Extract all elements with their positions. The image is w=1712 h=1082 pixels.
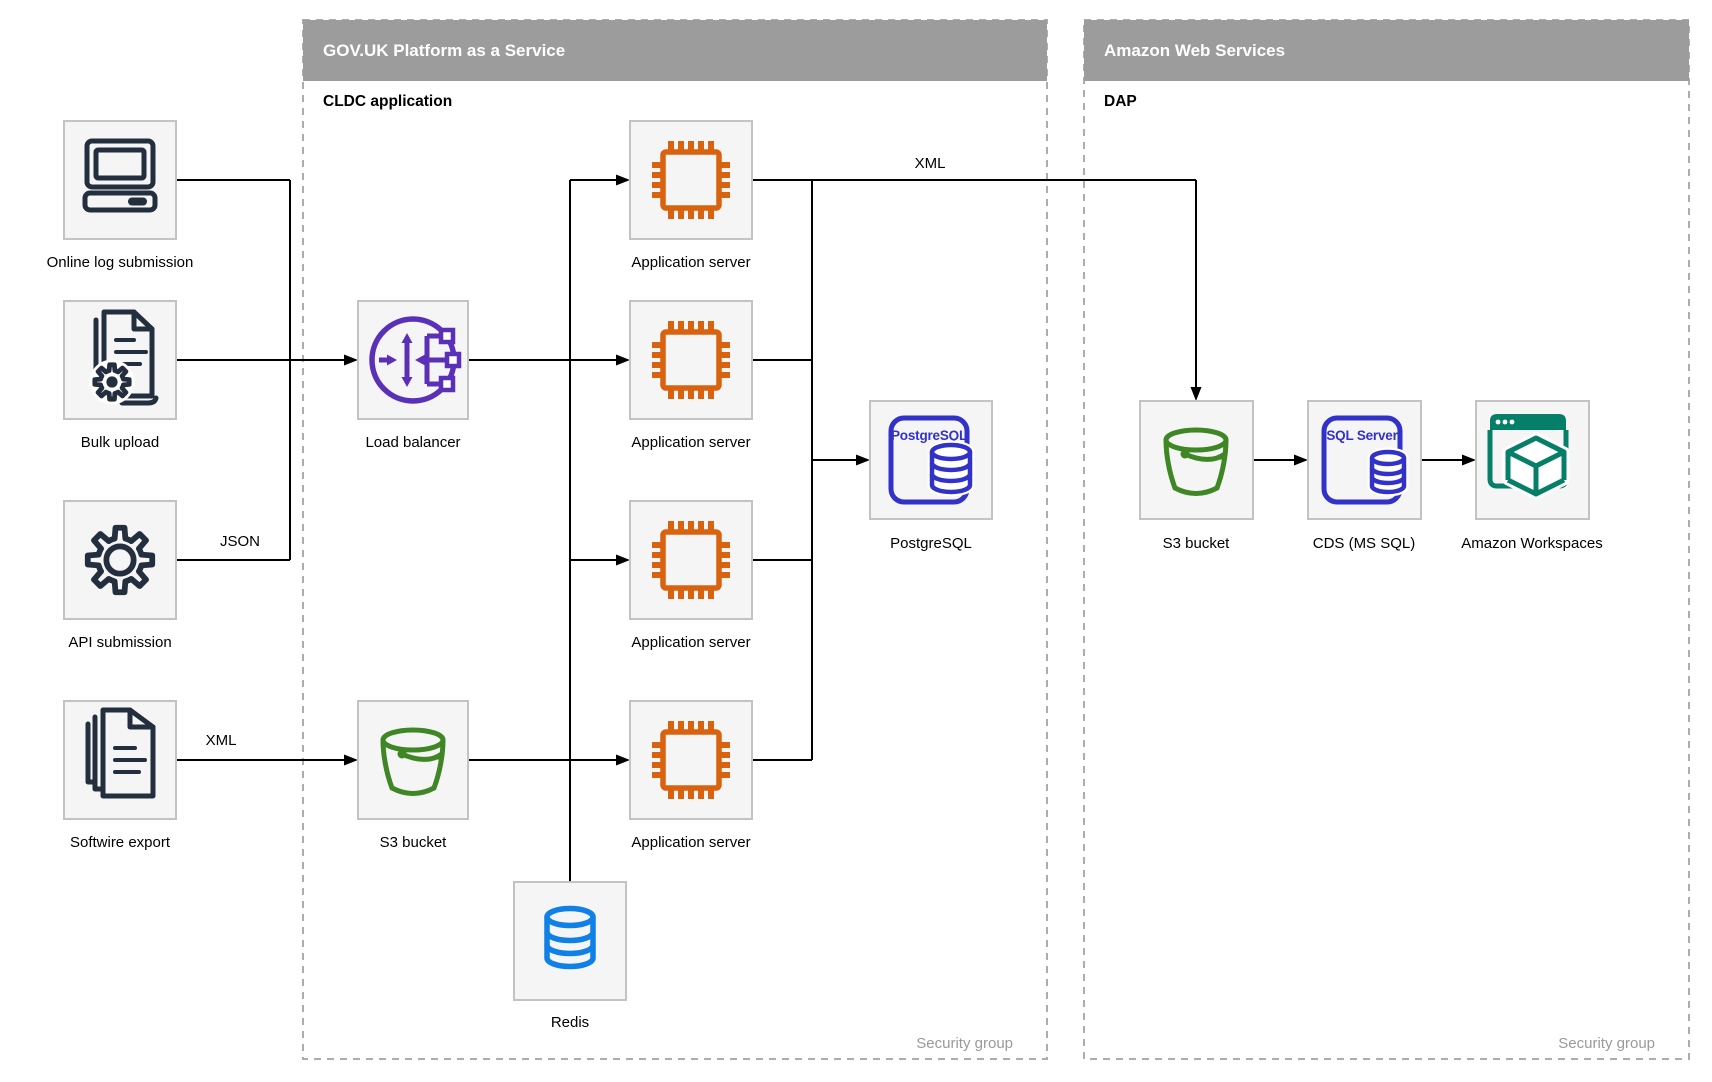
node-label: S3 bucket	[380, 834, 448, 851]
paas-security-group-label: Security group	[916, 1035, 1013, 1052]
node-label: PostgreSQL	[890, 535, 972, 552]
node-label: Application server	[631, 634, 750, 651]
node-bulk-upload: Bulk upload	[63, 300, 177, 451]
edge-label-xml-softwire: XML	[206, 732, 237, 749]
node-application-server-1: Application server	[629, 120, 753, 271]
node-label: Application server	[631, 834, 750, 851]
aws-subtitle: DAP	[1104, 93, 1137, 110]
edge-label-json: JSON	[220, 533, 260, 550]
paas-subtitle: CLDC application	[323, 93, 452, 110]
node-softwire-export: Softwire export	[63, 700, 177, 851]
node-label: API submission	[68, 634, 171, 651]
aws-container: Amazon Web Services DAP Security group	[1083, 19, 1690, 1060]
node-s3-bucket-aws: S3 bucket	[1139, 400, 1254, 552]
node-load-balancer: Load balancer	[357, 300, 469, 451]
edge-trunk-branches	[570, 179, 616, 561]
gear-icon	[88, 528, 152, 592]
node-application-server-4: Application server	[629, 700, 753, 851]
sql-server-icon-text: SQL Server	[1326, 428, 1398, 443]
aws-header-bar	[1084, 20, 1689, 81]
node-label: Redis	[551, 1014, 589, 1031]
load-balancer-icon	[369, 316, 462, 404]
node-amazon-workspaces: Amazon Workspaces	[1461, 400, 1603, 552]
node-label: CDS (MS SQL)	[1313, 535, 1416, 552]
postgresql-icon-text: PostgreSQL	[891, 428, 967, 443]
edge-online-api-junction	[176, 179, 291, 561]
paas-header-bar	[303, 20, 1047, 81]
node-label: Bulk upload	[81, 434, 159, 451]
node-s3-bucket-paas: S3 bucket	[357, 700, 469, 851]
node-label: Application server	[631, 254, 750, 271]
node-label: Application server	[631, 434, 750, 451]
node-online-log-submission: Online log submission	[47, 120, 194, 271]
database-cylinder-icon	[544, 905, 596, 970]
browser-cube-icon	[1487, 414, 1570, 500]
node-api-submission: API submission	[63, 500, 177, 651]
edge-app1-to-aws-s3	[752, 179, 1197, 387]
desktop-computer-icon	[82, 138, 158, 213]
aws-security-group-label: Security group	[1558, 1035, 1655, 1052]
node-redis: Redis	[513, 881, 627, 1031]
document-stack-icon	[85, 707, 156, 799]
node-label: Softwire export	[70, 834, 171, 851]
edge-trunk-right	[752, 180, 813, 761]
arrowheads	[344, 174, 1476, 766]
postgresql-database-icon: PostgreSQL	[888, 415, 975, 505]
document-gear-icon	[89, 309, 159, 406]
node-application-server-3: Application server	[629, 500, 753, 651]
node-label: Load balancer	[365, 434, 460, 451]
node-postgresql: PostgreSQL PostgreSQL	[869, 400, 993, 552]
node-label: Online log submission	[47, 254, 194, 271]
node-cds-ms-sql: SQL Server CDS (MS SQL)	[1307, 400, 1422, 552]
aws-container-border	[1083, 19, 1690, 1060]
node-application-server-2: Application server	[629, 300, 753, 451]
edges	[176, 179, 1462, 882]
node-label: S3 bucket	[1163, 535, 1231, 552]
aws-title: Amazon Web Services	[1104, 41, 1285, 60]
node-label: Amazon Workspaces	[1461, 535, 1602, 552]
sql-server-database-icon: SQL Server	[1321, 415, 1409, 505]
edge-label-xml-aws: XML	[915, 155, 946, 172]
paas-title: GOV.UK Platform as a Service	[323, 41, 565, 60]
